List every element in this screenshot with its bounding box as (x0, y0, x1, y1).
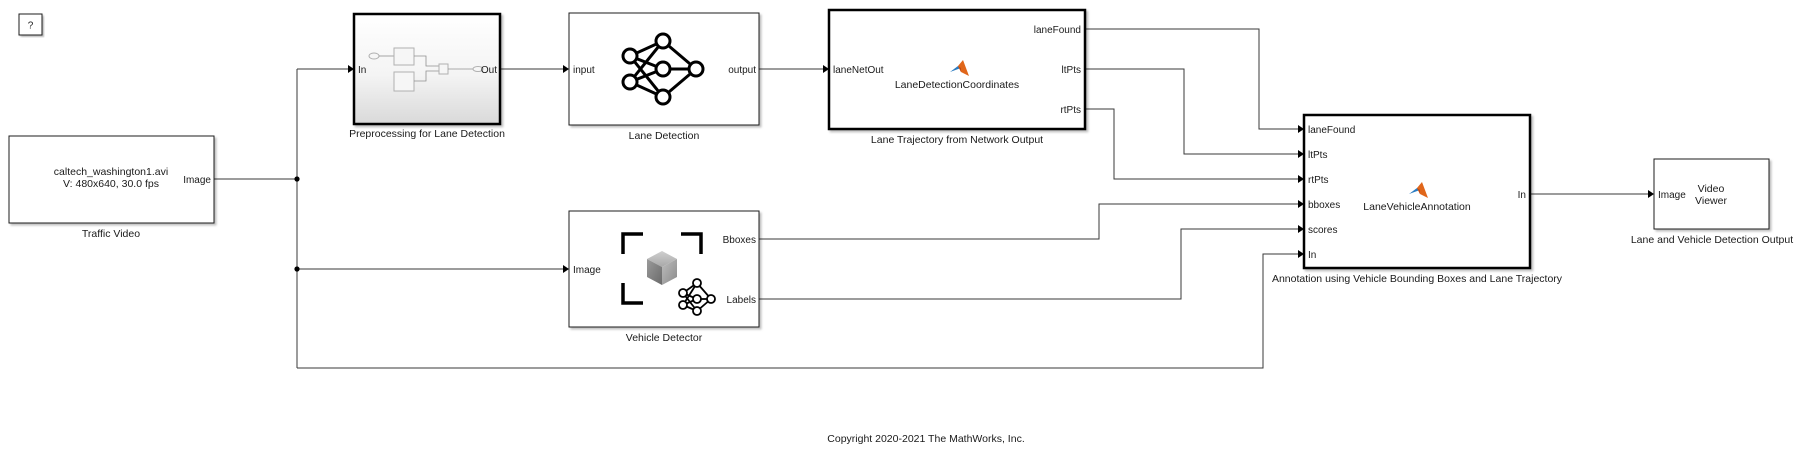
arrow-rtpts-in (1298, 175, 1304, 183)
block-label-traffic-video[interactable]: Traffic Video (82, 228, 140, 240)
block-label-lane-detection[interactable]: Lane Detection (629, 130, 700, 142)
block-label-video-viewer[interactable]: Lane and Vehicle Detection Output (1631, 234, 1793, 246)
block-label-lane-trajectory[interactable]: Lane Trajectory from Network Output (871, 134, 1043, 146)
port-labels-out: Labels (727, 295, 756, 306)
video-viewer-block[interactable]: Image Video Viewer Lane and Vehicle Dete… (1631, 158, 1793, 246)
port-in: In (1308, 250, 1316, 261)
matlab-logo-icon (1409, 182, 1428, 198)
vehicle-detector-block[interactable]: Image Bboxes Labels Vehicle Detector (568, 210, 760, 344)
port-bboxes-in: bboxes (1308, 200, 1340, 211)
copyright-text: Copyright 2020-2021 The MathWorks, Inc. (827, 433, 1024, 445)
arrow-preprocessing-in (348, 65, 354, 73)
arrow-bboxes-in (1298, 200, 1304, 208)
function-name: LaneVehicleAnnotation (1363, 201, 1471, 213)
arrow-lane-detection-in (563, 65, 569, 73)
port-input: input (573, 65, 595, 76)
port-lanefound-in: laneFound (1308, 125, 1355, 136)
matlab-logo-icon (950, 60, 969, 76)
signal-lines (214, 28, 1654, 369)
port-image-in: Image (573, 265, 601, 276)
junction-dot (294, 176, 300, 182)
subsystem-preview-icon (368, 47, 484, 92)
port-ltpts-in: ltPts (1308, 150, 1327, 161)
arrow-viewer-in (1648, 190, 1654, 198)
wire-lanefound[interactable] (1085, 28, 1298, 130)
port-rtpts-out: rtPts (1060, 105, 1081, 116)
object-detection-icon (621, 232, 703, 305)
port-in: In (358, 65, 366, 76)
port-scores-in: scores (1308, 225, 1337, 236)
arrow-annotation-in (1298, 250, 1304, 258)
port-ltpts-out: ltPts (1062, 65, 1081, 76)
help-label: ? (28, 21, 34, 32)
port-lanenetout: laneNetOut (833, 65, 884, 76)
lane-detection-block[interactable]: input output Lane Detection (568, 12, 760, 142)
video-filename: caltech_washington1.avi (54, 166, 168, 178)
arrow-scores-in (1298, 225, 1304, 233)
port-rtpts-in: rtPts (1308, 175, 1329, 186)
wire-to-annotation-in[interactable] (297, 253, 1298, 369)
arrow-lanefound-in (1298, 125, 1304, 133)
port-image-out: Image (183, 175, 211, 186)
port-out: Out (481, 65, 497, 76)
traffic-video-block[interactable]: caltech_washington1.avi V: 480x640, 30.0… (8, 135, 215, 240)
wire-ltpts[interactable] (1085, 68, 1298, 155)
block-label-vehicle-detector[interactable]: Vehicle Detector (626, 332, 703, 344)
function-name: LaneDetectionCoordinates (895, 79, 1019, 91)
port-bboxes-out: Bboxes (723, 235, 756, 246)
help-button[interactable]: ? (18, 13, 43, 36)
neural-network-icon (621, 32, 705, 106)
arrow-ltpts-in (1298, 150, 1304, 158)
viewer-title-line2: Viewer (1695, 195, 1727, 207)
lane-trajectory-block[interactable]: LaneDetectionCoordinates laneNetOut lane… (827, 8, 1087, 146)
video-format: V: 480x640, 30.0 fps (63, 178, 159, 190)
neural-network-icon (678, 278, 716, 316)
junction-dot (294, 266, 300, 272)
port-lanefound-out: laneFound (1034, 25, 1081, 36)
preprocessing-block[interactable]: In Out Preprocessing for Lane Detection (349, 12, 505, 140)
block-label-preprocessing[interactable]: Preprocessing for Lane Detection (349, 128, 505, 140)
arrow-vehicle-detector-in (563, 265, 569, 273)
wire-bboxes[interactable] (759, 203, 1298, 240)
annotation-block[interactable]: LaneVehicleAnnotation laneFound ltPts rt… (1272, 113, 1563, 285)
wire-rtpts[interactable] (1085, 108, 1298, 180)
port-out: In (1518, 190, 1526, 201)
wire-scores[interactable] (759, 228, 1298, 300)
port-output: output (728, 65, 756, 76)
block-label-annotation[interactable]: Annotation using Vehicle Bounding Boxes … (1272, 273, 1563, 285)
viewer-title-line1: Video (1698, 183, 1725, 195)
port-image-in: Image (1658, 190, 1686, 201)
arrow-trajectory-in (823, 65, 829, 73)
